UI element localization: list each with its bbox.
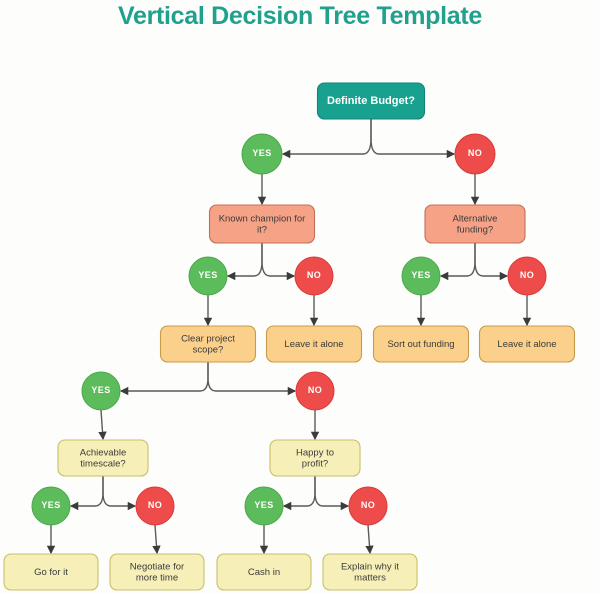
node-root[interactable]: Definite Budget? [316,82,426,120]
node-shape-explain [322,553,418,591]
node-shape-leave2 [478,325,576,363]
page-title: Vertical Decision Tree Template [117,2,483,30]
node-sortfunding[interactable]: Sort out funding [372,325,470,363]
connector-altfunding-to-n2b [474,243,509,281]
node-shape-leave1 [265,325,363,363]
node-leave1[interactable]: Leave it alone [265,325,363,363]
node-goforit[interactable]: Go for it [3,553,99,591]
connector-profit-to-n4b [314,476,350,511]
node-shape-goforit [3,553,99,591]
node-shape-n2b [507,256,547,296]
node-shape-y4b [244,486,284,526]
node-shape-n2a [294,256,334,296]
node-label-n2a: NO [307,270,321,280]
node-shape-sortfunding [372,325,470,363]
node-label-n2b: NO [520,270,534,280]
connector-timescale-to-n4a [102,476,137,511]
node-leave2[interactable]: Leave it alone [478,325,576,363]
node-shape-profit [269,439,361,477]
edge-layer [46,119,532,555]
connector-scope-to-n3 [207,362,297,396]
node-y3[interactable]: YES [81,371,121,411]
node-label-y2b: YES [411,270,430,280]
connector-y3-to-timescale [98,409,107,441]
connector-champion-to-y2a [226,243,263,281]
node-label-n1: NO [468,148,482,158]
node-shape-n4a [135,486,175,526]
node-n4b[interactable]: NO [348,486,388,526]
node-shape-altfunding [424,204,526,244]
node-shape-timescale [57,439,149,477]
connector-root-to-n1 [370,119,456,159]
node-label-cashin: Cash in [248,567,280,578]
node-label-y3: YES [91,385,110,395]
node-shape-n4b [348,486,388,526]
node-label-sortfunding: Sort out funding [387,339,454,350]
node-n3[interactable]: NO [295,371,335,411]
connector-altfunding-to-y2b [439,243,476,281]
connector-scope-to-y3 [119,362,209,396]
connector-n4b-to-explain [365,524,374,555]
node-shape-y4a [31,486,71,526]
node-label-n4a: NO [148,500,162,510]
node-shape-root [316,82,426,120]
node-shape-y1 [241,133,283,175]
connector-profit-to-y4b [282,476,316,511]
node-n1[interactable]: NO [454,133,496,175]
node-n2a[interactable]: NO [294,256,334,296]
node-y4a[interactable]: YES [31,486,71,526]
node-shape-n1 [454,133,496,175]
node-label-y1: YES [252,148,271,158]
connector-n4a-to-negotiate [152,524,161,555]
node-shape-y2a [188,256,228,296]
node-y1[interactable]: YES [241,133,283,175]
node-label-root: Definite Budget? [327,95,415,107]
node-y2b[interactable]: YES [401,256,441,296]
node-y2a[interactable]: YES [188,256,228,296]
node-shape-cashin [216,553,312,591]
node-label-y2a: YES [198,270,217,280]
node-shape-scope [159,325,257,363]
node-y4b[interactable]: YES [244,486,284,526]
node-label-leave2: Leave it alone [497,339,556,350]
node-shape-y3 [81,371,121,411]
connector-timescale-to-y4a [69,476,104,511]
node-shape-n3 [295,371,335,411]
node-label-y4a: YES [41,500,60,510]
connector-champion-to-n2a [261,243,296,281]
node-shape-champion [208,204,316,244]
node-label-n4b: NO [361,500,375,510]
node-n4a[interactable]: NO [135,486,175,526]
node-n2b[interactable]: NO [507,256,547,296]
connector-root-to-y1 [281,119,372,159]
node-shape-negotiate [109,553,205,591]
node-label-leave1: Leave it alone [284,339,343,350]
node-label-y4b: YES [254,500,273,510]
node-label-n3: NO [308,385,322,395]
node-shape-y2b [401,256,441,296]
node-cashin[interactable]: Cash in [216,553,312,591]
node-label-goforit: Go for it [34,567,68,578]
